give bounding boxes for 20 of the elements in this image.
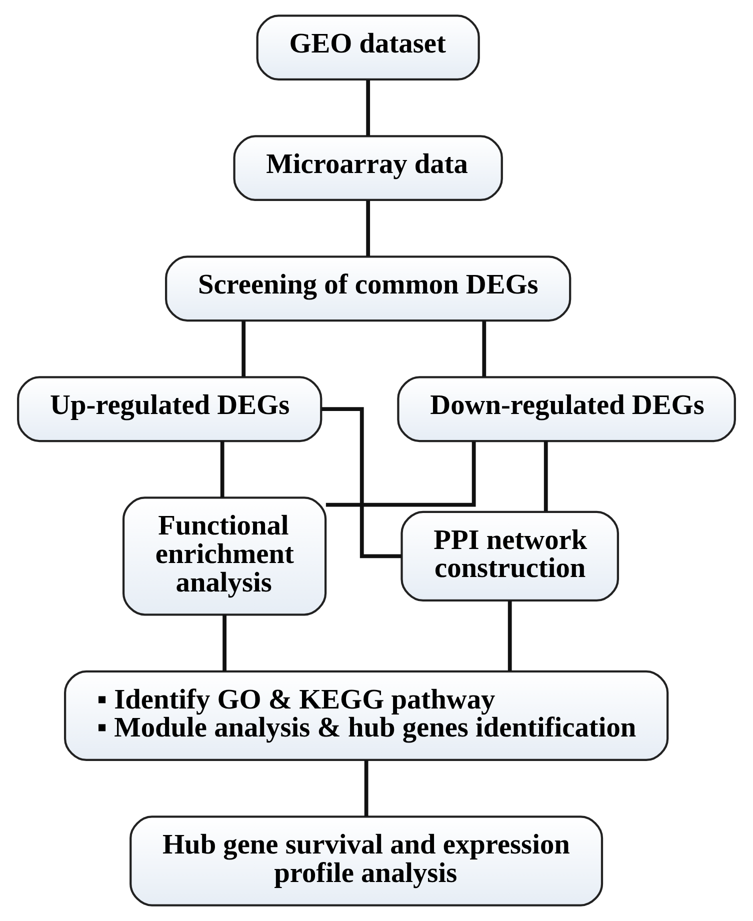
- connector: [544, 441, 548, 512]
- connector: [242, 320, 246, 377]
- node-box: Up-regulated DEGs: [17, 376, 322, 442]
- connector: [482, 320, 486, 377]
- node-box: Functional enrichment analysis: [122, 496, 327, 616]
- node-box: Hub gene survival and expression profile analysis: [130, 816, 604, 906]
- node-box: Microarray data: [233, 135, 503, 202]
- node-box: ▪ Identify GO & KEGG pathway ▪ Module analysis & hub genes identification: [64, 670, 669, 762]
- node-box: GEO dataset: [256, 14, 480, 81]
- node-box: Down-regulated DEGs: [397, 376, 736, 442]
- connector: [366, 200, 370, 256]
- node-box: Screening of common DEGs: [165, 256, 572, 322]
- connector: [322, 407, 402, 558]
- connector: [220, 441, 224, 498]
- connector: [508, 600, 512, 671]
- node-box: PPI network construction: [400, 510, 620, 602]
- connector: [366, 80, 370, 136]
- connector: [222, 614, 226, 672]
- connector: [326, 442, 476, 507]
- connector: [364, 760, 368, 816]
